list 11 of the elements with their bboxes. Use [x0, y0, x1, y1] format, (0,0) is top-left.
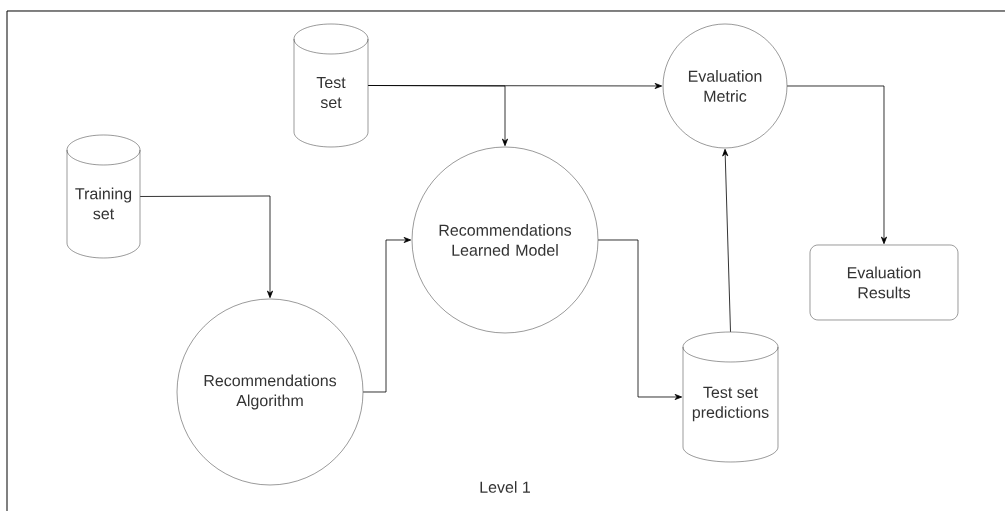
database-cylinder: Training set — [66, 134, 141, 259]
arrow — [597, 239, 683, 400]
database-cylinder: Test set predictions — [682, 331, 779, 463]
arrow — [786, 85, 887, 245]
arrow — [362, 237, 412, 393]
arrow — [139, 195, 273, 299]
result-box: Evaluation Results — [809, 244, 959, 321]
diagram-label: Level 1 — [480, 481, 530, 493]
arrow — [722, 148, 731, 333]
arrow — [367, 85, 508, 147]
database-cylinder: Test set — [293, 23, 369, 148]
